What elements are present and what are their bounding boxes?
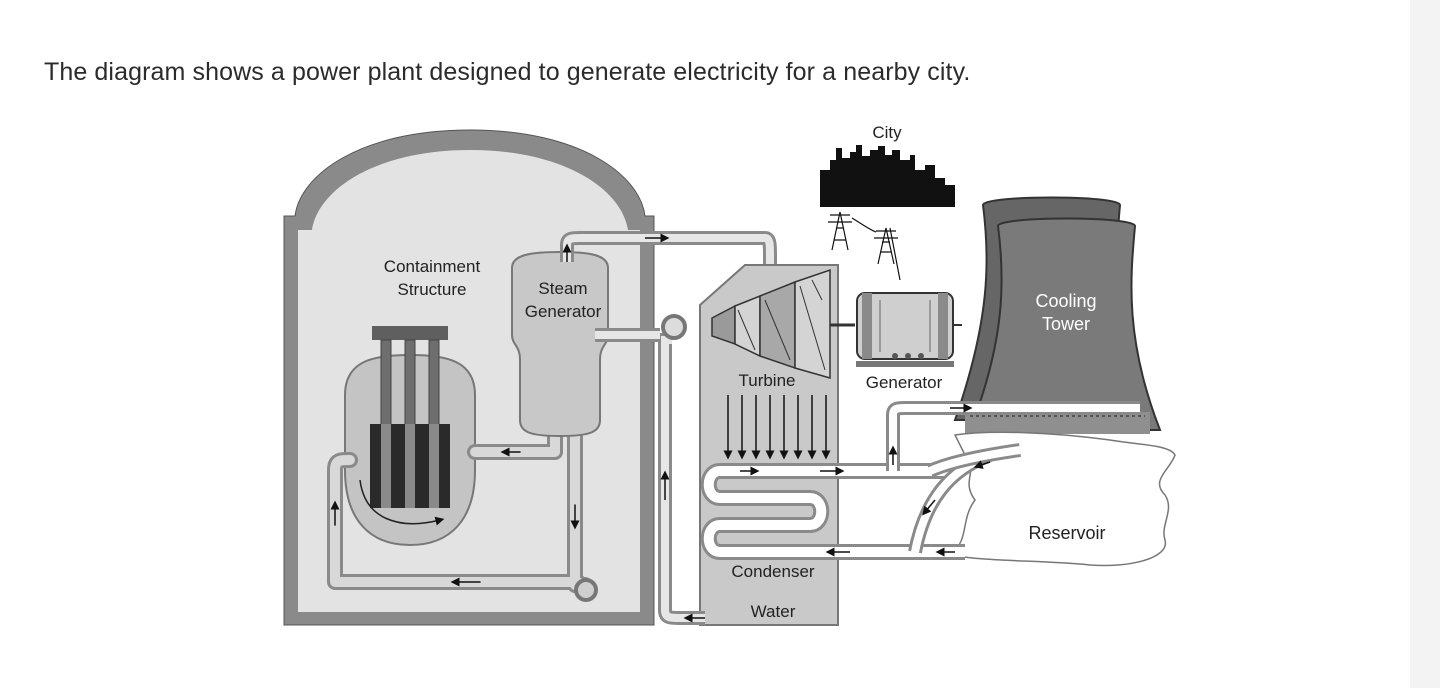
exhaust-arrows — [723, 395, 831, 460]
label-containment-2: Structure — [398, 280, 467, 299]
flow-arrows — [740, 403, 991, 557]
page-edge-strip — [1410, 0, 1440, 688]
reactor-vessel — [344, 326, 476, 547]
generator — [856, 292, 962, 367]
label-steam-1: Steam — [538, 279, 587, 298]
label-city: City — [872, 123, 902, 142]
label-cooling-2: Tower — [1042, 314, 1090, 334]
label-containment-1: Containment — [384, 257, 481, 276]
reservoir — [948, 431, 1176, 567]
city-skyline — [820, 145, 955, 207]
cooling-tower — [953, 196, 1162, 434]
steam-line — [560, 231, 777, 275]
intro-text: The diagram shows a power plant designed… — [44, 58, 971, 86]
label-condenser: Condenser — [731, 562, 815, 581]
label-turbine: Turbine — [738, 371, 795, 390]
label-water: Water — [751, 602, 796, 621]
label-generator: Generator — [866, 373, 943, 392]
transmission-towers — [828, 211, 901, 281]
turbine-rotor — [711, 268, 855, 379]
primary-loop-pipes — [327, 340, 598, 602]
label-cooling-1: Cooling — [1035, 291, 1096, 311]
label-steam-2: Generator — [525, 302, 602, 321]
label-reservoir: Reservoir — [1028, 523, 1105, 543]
feedwater-pipes — [595, 314, 705, 625]
